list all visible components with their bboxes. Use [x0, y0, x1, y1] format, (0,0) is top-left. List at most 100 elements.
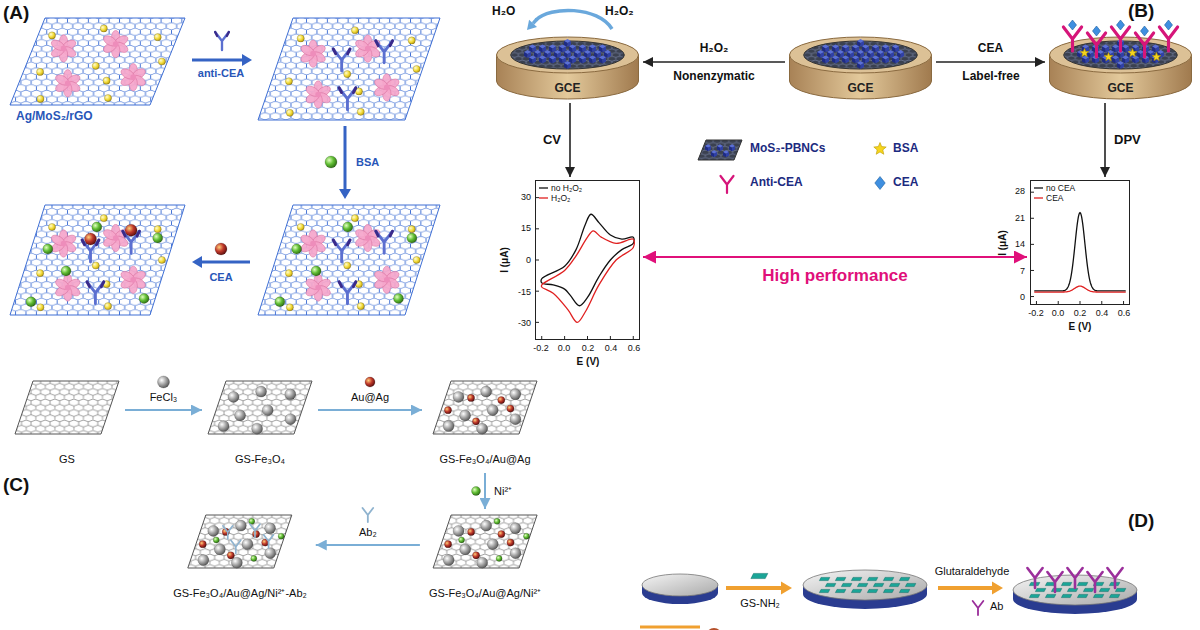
prussian-blue-cube — [867, 50, 874, 58]
cube-left — [559, 58, 563, 64]
prussian-blue-cube — [705, 144, 711, 151]
cube-left — [723, 152, 726, 157]
prussian-blue-cube — [832, 45, 839, 53]
connector-arrow — [1104, 103, 1106, 177]
antibody-body — [231, 540, 241, 553]
cube-left — [1082, 58, 1086, 64]
prussian-blue-cube — [852, 56, 859, 64]
cea-diamond — [1141, 26, 1149, 36]
prussian-blue-cube — [569, 45, 576, 53]
silver-nanoparticle — [104, 94, 111, 101]
cropped-arrow — [640, 626, 700, 629]
cube-left — [564, 63, 568, 69]
tick-mark — [564, 336, 565, 339]
arrow-shaft — [726, 586, 781, 590]
fe3o4-particle — [477, 557, 488, 568]
cube-right — [846, 58, 850, 64]
legend-entry: no CEA — [1046, 183, 1075, 193]
arrow-head — [339, 189, 351, 199]
tick-label: 14 — [1015, 239, 1025, 249]
antibody-body — [1159, 27, 1177, 51]
petal — [373, 77, 390, 91]
tick-mark — [1031, 270, 1034, 271]
flower-core — [65, 80, 71, 86]
fe3o4-particle — [453, 391, 464, 402]
prussian-blue-cube — [1147, 50, 1154, 58]
arrow-shaft — [202, 261, 250, 264]
legend-text: MoS₂-PBNCs — [750, 141, 825, 155]
prussian-blue-cube — [579, 56, 586, 64]
legend-entry: H₂O₂ — [551, 193, 570, 203]
immobilized-antibody — [1067, 568, 1082, 588]
fe3o4-particle — [252, 423, 263, 434]
antibody-tip — [339, 88, 356, 93]
legend-item: BSA — [893, 142, 918, 156]
silver-nanoparticle — [408, 37, 415, 44]
tick-label: 28 — [1015, 186, 1025, 196]
au-ag-particle — [472, 552, 479, 559]
cube-right — [533, 58, 537, 64]
bsa-star — [874, 143, 886, 155]
fe3o4-particle — [256, 386, 267, 397]
tick-label: 30 — [521, 192, 531, 202]
antibody-tip — [333, 240, 350, 245]
tick-label: 0 — [1020, 292, 1025, 302]
antibody-tip — [376, 231, 393, 236]
prussian-blue-cube — [852, 45, 859, 53]
silver-nanoparticle — [92, 62, 99, 69]
prussian-blue-cube — [554, 50, 561, 58]
silver-nanoparticle — [92, 262, 99, 269]
tick-label: 0.0 — [558, 343, 571, 353]
cube-left — [842, 58, 846, 64]
graphene-flake — [1077, 594, 1087, 597]
bsa-star — [1080, 49, 1089, 57]
cube-right — [836, 58, 840, 64]
flower-core — [384, 85, 390, 91]
electrode-disk — [642, 574, 718, 604]
cube-right — [553, 58, 557, 64]
prussian-blue-cube — [594, 50, 601, 58]
node-label: GS-Fe₃O₄/Au@Ag/Ni²⁺ — [429, 587, 541, 600]
mos2-flower — [102, 30, 130, 57]
petal — [50, 233, 67, 247]
graphene-sheet — [258, 18, 440, 120]
prussian-blue-cube — [832, 56, 839, 64]
graphene-flake — [883, 577, 893, 580]
cube-right — [886, 58, 890, 64]
cube-left — [1092, 58, 1096, 64]
fe3o4-particle — [510, 523, 521, 534]
node-label: GS — [59, 453, 75, 466]
silver-nanoparticle — [154, 226, 161, 233]
anti-cea-antibody — [1135, 33, 1153, 57]
graphene-flake — [1061, 582, 1071, 585]
graphene-flake — [1045, 594, 1055, 597]
node-label: GS-Fe₃O₄/Au@Ag — [439, 453, 530, 466]
electrode-top — [497, 37, 639, 73]
silver-nanoparticle — [154, 34, 161, 41]
nickel-icon — [472, 487, 481, 496]
cube-right — [593, 58, 597, 64]
graphene-flake — [1051, 588, 1061, 591]
graphene-stage — [433, 515, 537, 568]
cube-left — [1117, 63, 1121, 69]
silver-nanoparticle — [37, 270, 44, 277]
prussian-blue-cube — [872, 56, 879, 64]
silver-nanoparticle — [286, 304, 293, 311]
graphene-flake — [1029, 594, 1039, 597]
silver-nanoparticle — [408, 226, 415, 233]
disk-top — [642, 574, 718, 596]
tick-mark — [633, 336, 634, 339]
silver-nanoparticle — [48, 223, 55, 230]
curve-sample — [1034, 286, 1125, 292]
antibody-body — [721, 176, 734, 193]
anti-cea-antibody — [1111, 27, 1129, 51]
tick-mark — [1080, 301, 1081, 304]
cv-plot: no H₂O₂H₂O₂ — [535, 180, 640, 340]
connector-label: Ab₂ — [357, 526, 379, 539]
graphene-flake — [835, 589, 845, 592]
connector-arrow — [316, 544, 420, 546]
prussian-blue-cube — [564, 50, 571, 58]
prussian-blue-cube — [887, 50, 894, 58]
annotation: Glutaraldehyde — [935, 565, 1010, 578]
silver-nanoparticle — [413, 65, 420, 72]
